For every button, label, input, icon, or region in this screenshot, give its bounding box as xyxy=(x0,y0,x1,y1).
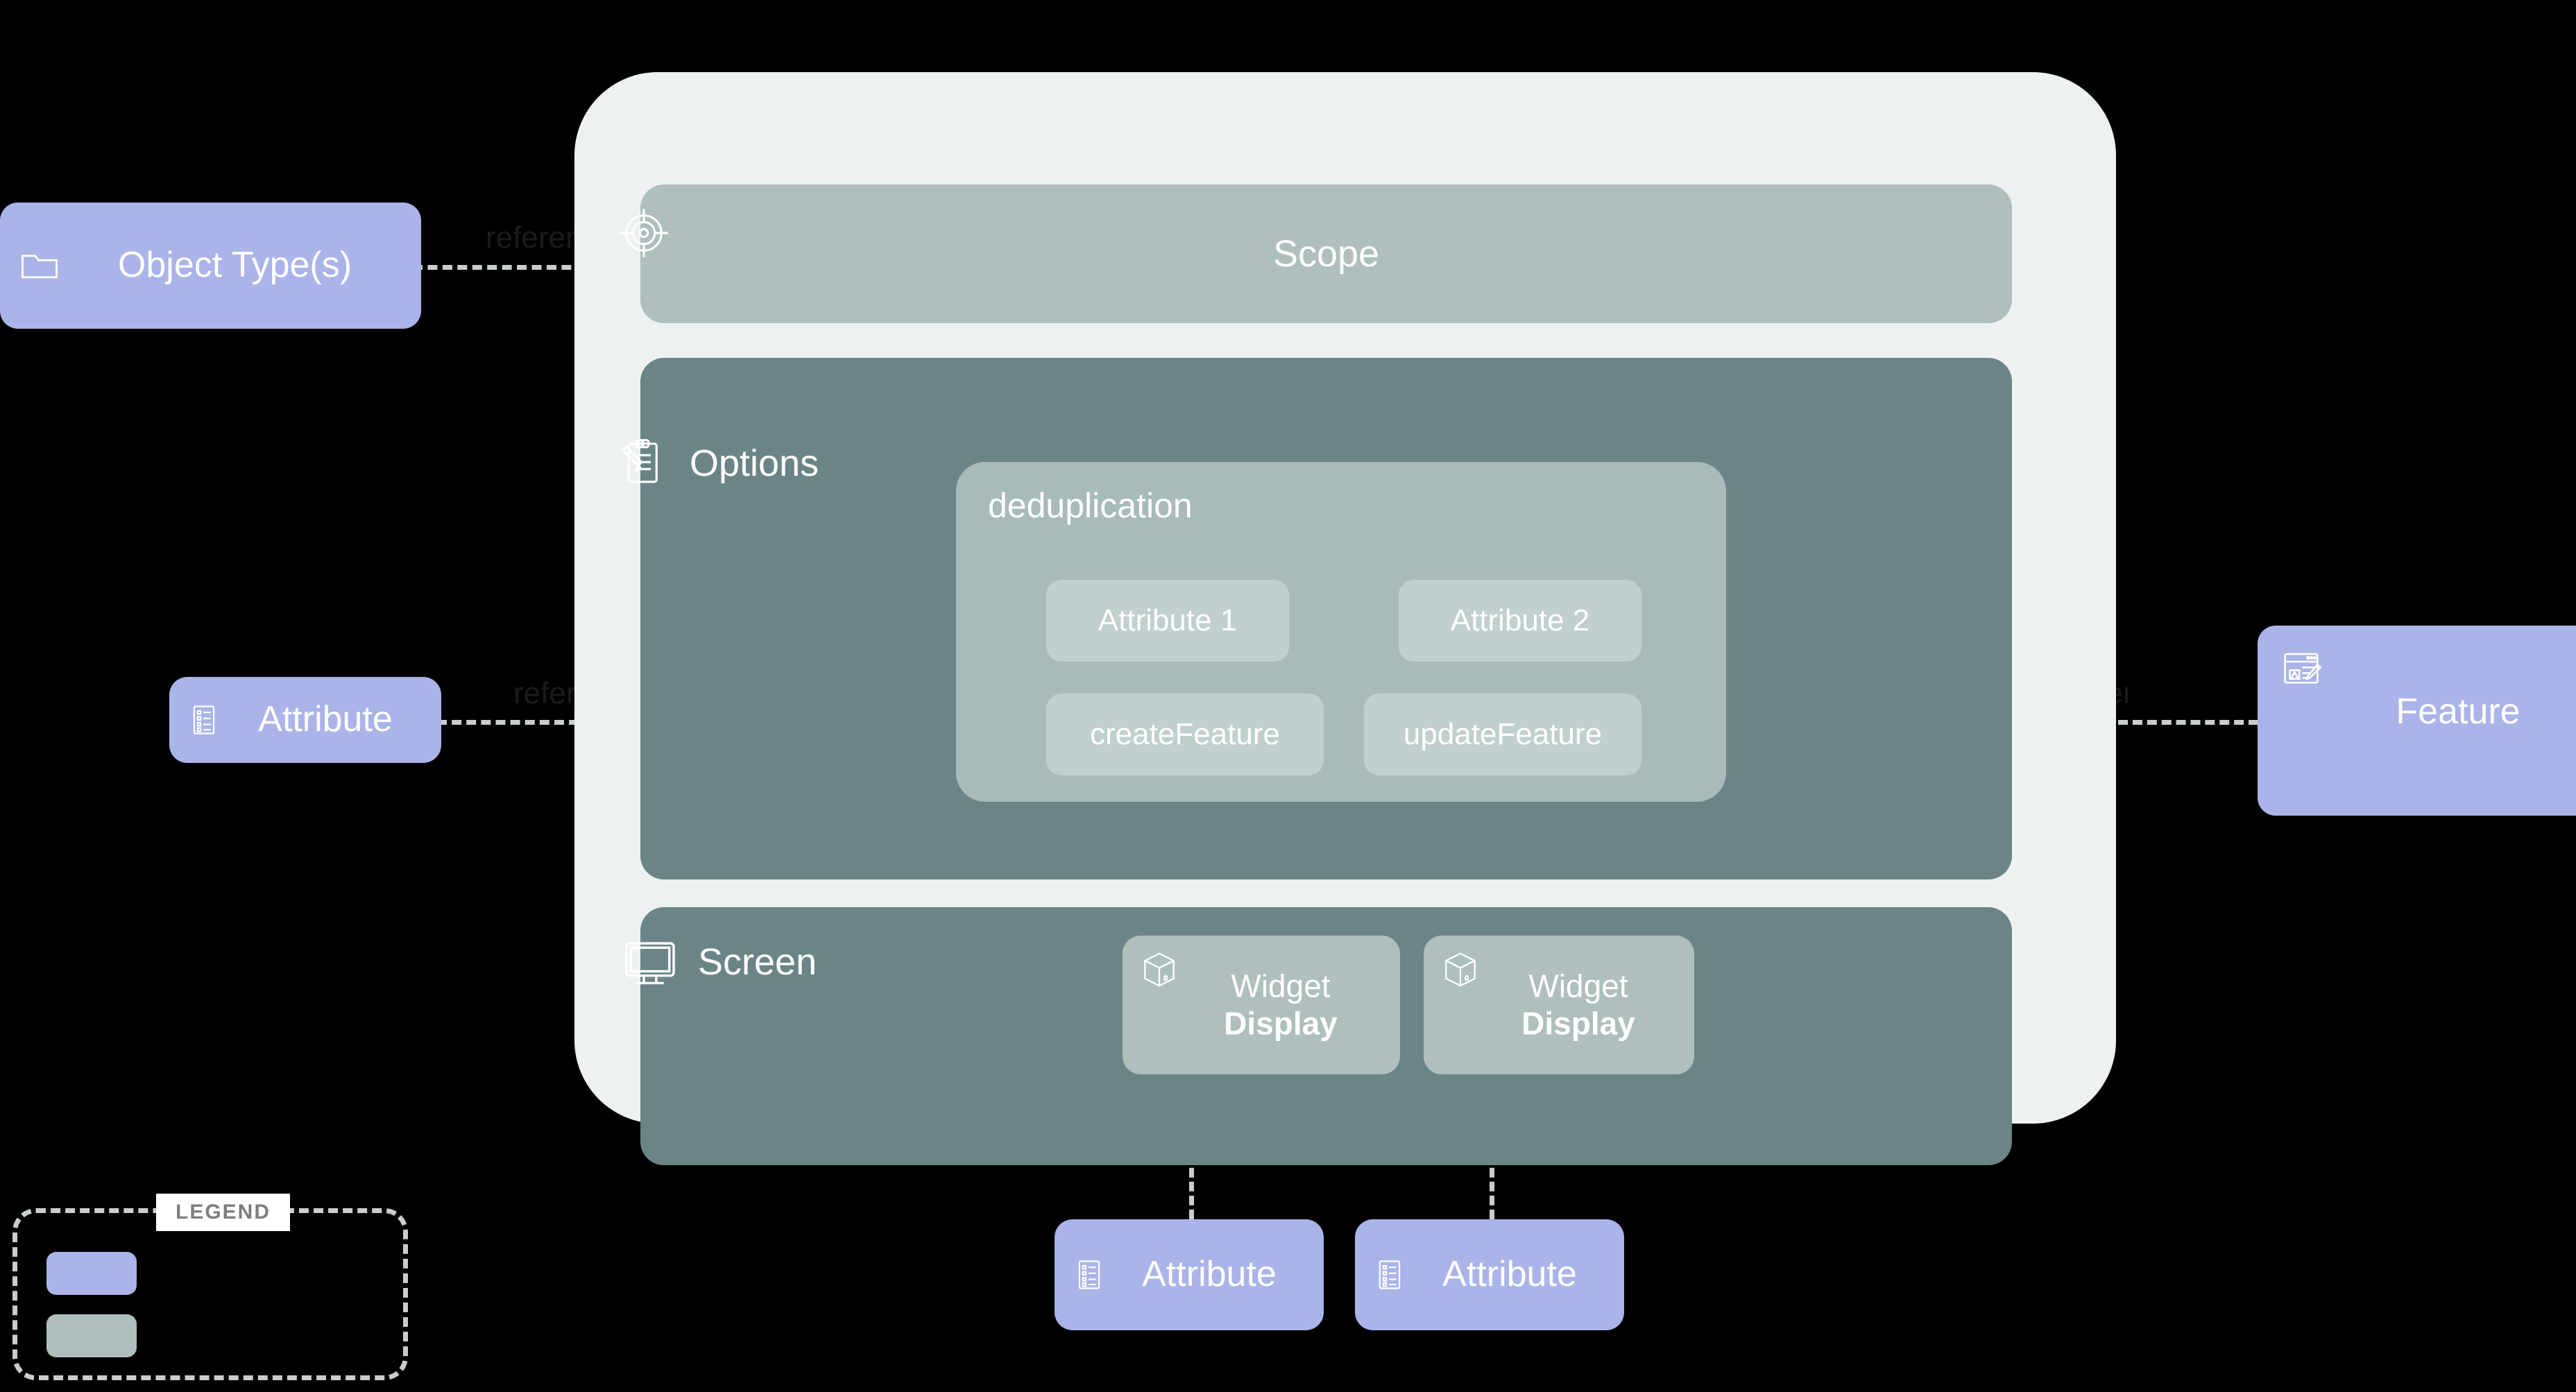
dedup-chip-label: Attribute 2 xyxy=(1450,603,1590,637)
scope-header xyxy=(617,207,670,259)
node-object-types[interactable]: Object Type(s) xyxy=(0,203,421,329)
node-attribute-bottom-1[interactable]: Attribute xyxy=(1055,1219,1324,1330)
node-label: Attribute xyxy=(258,699,393,740)
list-icon xyxy=(1372,1257,1408,1293)
cube-icon xyxy=(1138,948,1181,991)
dedup-chip-create-feature[interactable]: createFeature xyxy=(1046,694,1324,775)
cube-icon xyxy=(1439,948,1482,991)
legend-swatch-purple xyxy=(46,1252,137,1295)
widget-tile-2[interactable]: Widget Display xyxy=(1424,936,1694,1074)
legend: LEGEND xyxy=(12,1194,408,1380)
options-header: Options xyxy=(616,436,819,491)
dedup-chip-update-feature[interactable]: updateFeature xyxy=(1364,694,1641,775)
dedup-chip-label: updateFeature xyxy=(1403,717,1603,751)
dedup-chip-attribute-1[interactable]: Attribute 1 xyxy=(1046,580,1289,662)
dedup-chip-label: createFeature xyxy=(1090,717,1280,751)
widget-tile-text: Widget Display xyxy=(1123,968,1400,1043)
section-title-scope: Scope xyxy=(1272,233,1380,275)
legend-swatch-green xyxy=(46,1314,137,1357)
widget-name: Widget xyxy=(1231,968,1331,1004)
screen-header: Screen xyxy=(620,932,817,992)
legend-item-1 xyxy=(46,1252,155,1295)
section-title-screen: Screen xyxy=(698,941,817,983)
list-icon xyxy=(186,702,222,738)
feature-container: Scope xyxy=(574,72,2116,1165)
node-label: Attribute xyxy=(1442,1254,1577,1295)
monitor-icon xyxy=(620,932,680,992)
section-title-options: Options xyxy=(690,442,819,484)
target-icon xyxy=(617,207,670,259)
edge-object-types-to-scope xyxy=(413,265,690,270)
widget-type: Display xyxy=(1224,1006,1338,1042)
node-label: Attribute xyxy=(1142,1254,1277,1295)
folder-icon xyxy=(18,244,61,287)
node-label: Object Type(s) xyxy=(117,245,352,286)
node-feature[interactable]: Feature xyxy=(2258,626,2576,816)
legend-item-2 xyxy=(46,1314,155,1357)
node-attribute-bottom-2[interactable]: Attribute xyxy=(1355,1219,1624,1330)
list-icon xyxy=(1071,1257,1107,1293)
widget-name: Widget xyxy=(1528,968,1628,1004)
deduplication-group[interactable]: deduplication Attribute 1 Attribute 2 cr… xyxy=(956,462,1726,802)
clipboard-pencil-icon xyxy=(616,436,672,491)
page-edit-icon xyxy=(2278,646,2324,692)
node-label: Feature xyxy=(2396,691,2520,732)
deduplication-title: deduplication xyxy=(988,486,1193,525)
section-scope[interactable]: Scope xyxy=(640,184,2012,323)
widget-type: Display xyxy=(1521,1006,1635,1042)
dedup-chip-attribute-2[interactable]: Attribute 2 xyxy=(1399,580,1641,662)
node-attribute-left[interactable]: Attribute xyxy=(169,677,441,763)
widget-tile-1[interactable]: Widget Display xyxy=(1123,936,1400,1074)
widget-tile-text: Widget Display xyxy=(1424,968,1694,1043)
legend-title: LEGEND xyxy=(156,1194,291,1231)
dedup-chip-label: Attribute 1 xyxy=(1098,603,1238,637)
